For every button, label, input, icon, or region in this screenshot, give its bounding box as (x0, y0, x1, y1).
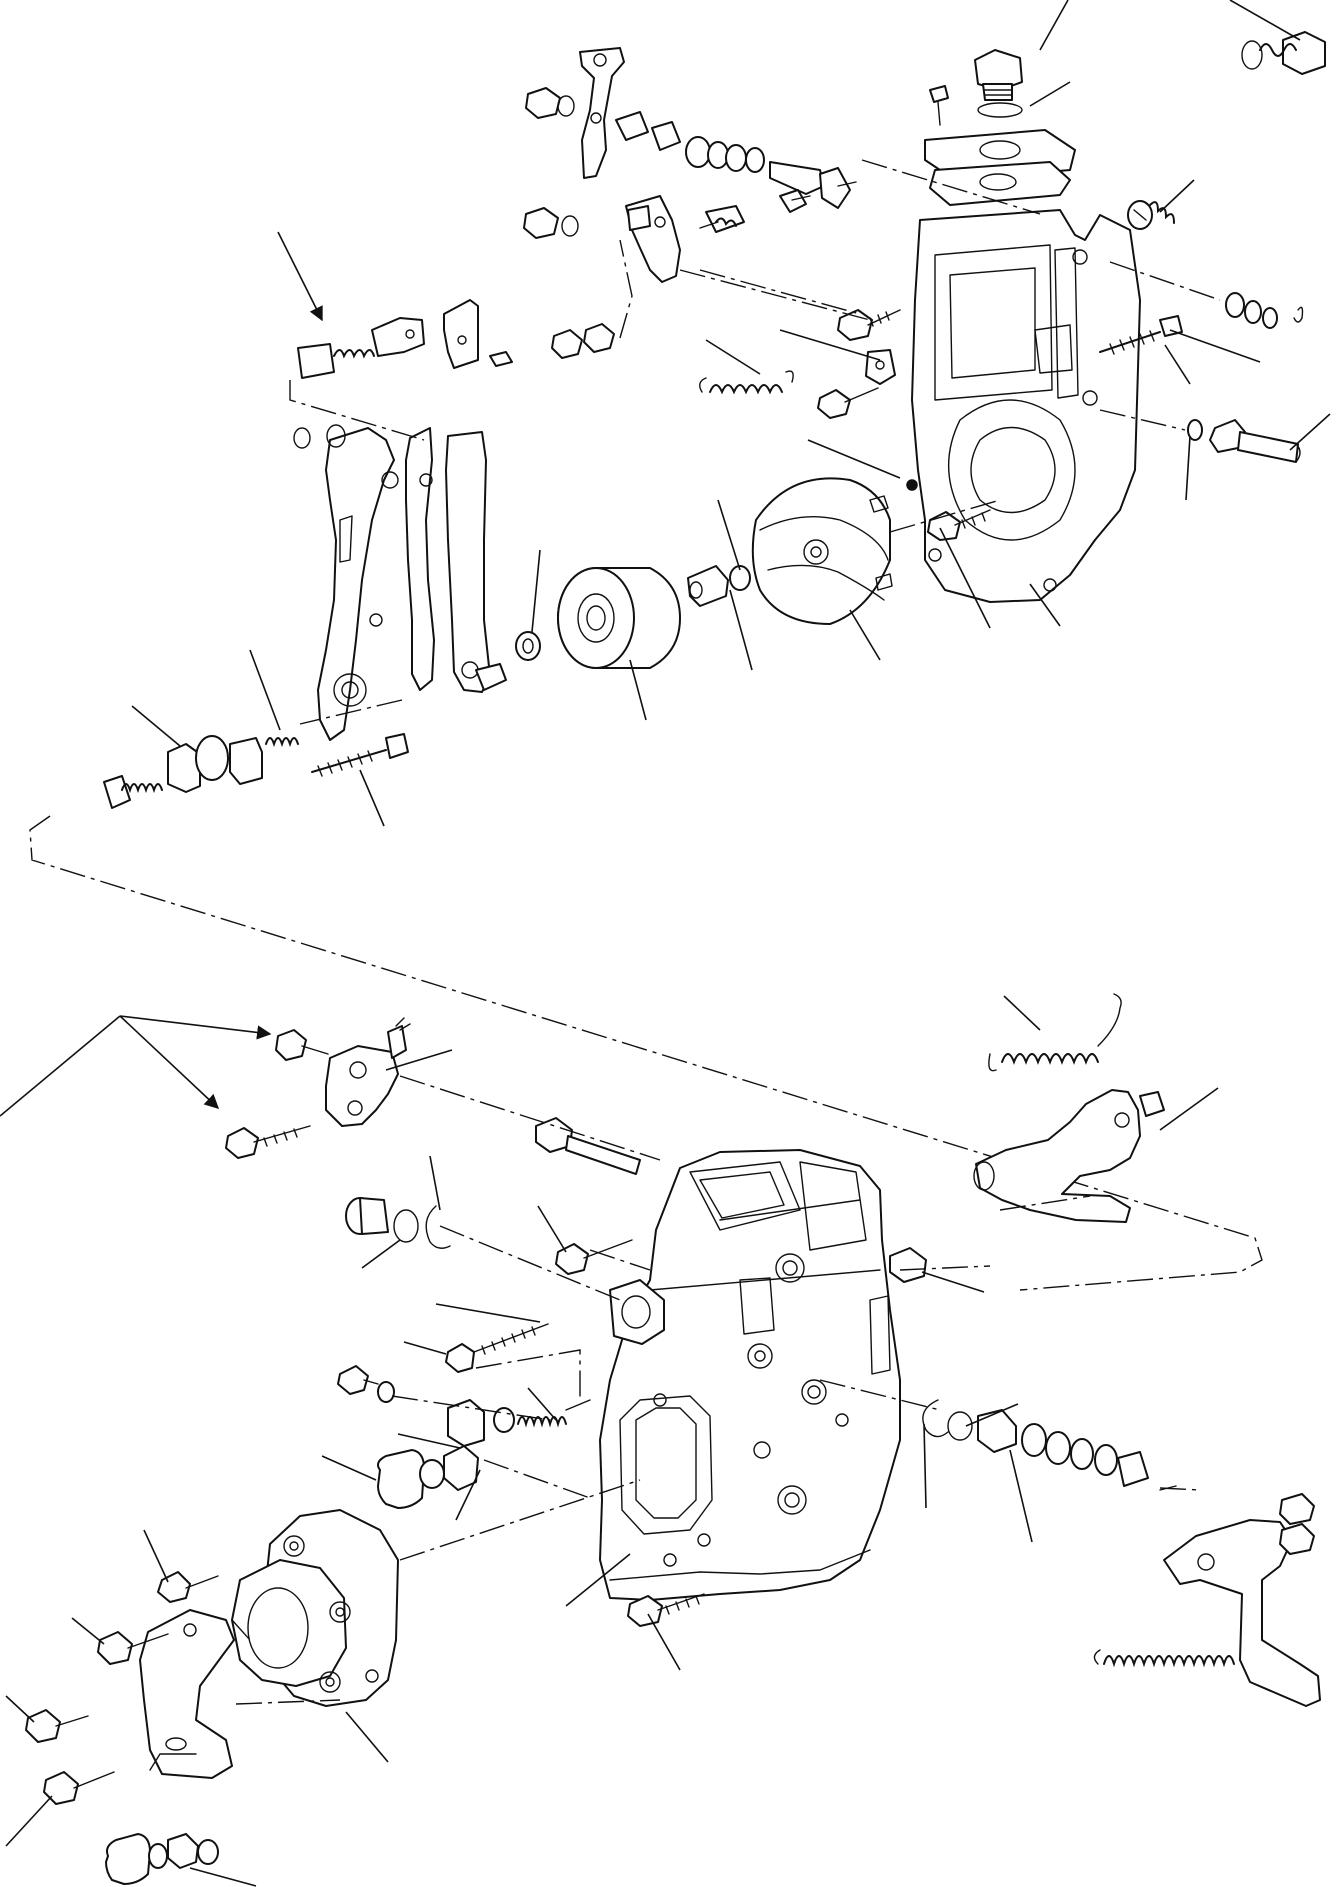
cap-nut-washers (105, 1833, 219, 1885)
sleeve-cup (557, 567, 681, 669)
hex-bolt-mid (555, 1239, 633, 1275)
lever-bracket (325, 1017, 411, 1127)
washer-stack-right (1021, 1423, 1177, 1491)
e-clip-washer (293, 424, 346, 449)
shaft-spacers-top (615, 111, 857, 209)
pump-housing-lower (0, 993, 1321, 1887)
nut-washer-plunger (447, 1399, 515, 1447)
control-rod-assembly (297, 317, 425, 379)
hex-screw-top (779, 189, 811, 213)
tension-lever-right (973, 1089, 1165, 1223)
o-ring (977, 102, 1023, 118)
pin-small (489, 351, 513, 367)
bolt-washer-left (337, 1365, 395, 1403)
adjust-screw-stack (103, 735, 299, 809)
hex-bolt-bracket (817, 387, 879, 419)
plug-with-spring (1241, 31, 1326, 75)
small-nut-pair (551, 323, 615, 359)
speed-lever-right (1163, 1493, 1321, 1707)
plug-oring-clip-left (345, 1197, 451, 1249)
centerlines-upper (289, 159, 1221, 725)
small-screw (929, 85, 949, 126)
long-hex-bolt (535, 1117, 641, 1175)
plunger-spring (517, 1399, 591, 1428)
hex-bolt-left-4 (43, 1771, 115, 1805)
hex-bolt-left-2 (97, 1631, 169, 1665)
hex-bolt-inner (837, 309, 901, 341)
bracket-plate-left (139, 1609, 235, 1779)
governor-assembly-upper (103, 0, 1331, 827)
long-bolt-right (1187, 419, 1301, 463)
tension-spring-large (988, 993, 1122, 1072)
drive-flange (231, 1509, 399, 1707)
lever-arm-top (579, 47, 625, 179)
governor-link-plate (405, 427, 507, 693)
cover-plate (924, 129, 1076, 206)
pump-housing (599, 1149, 901, 1601)
idle-stud (311, 733, 409, 777)
hex-bolt-bottom (627, 1593, 705, 1627)
hex-bolt-lower-bracket (225, 1125, 311, 1159)
assembly-boundary-line (29, 815, 1263, 1291)
hex-bolt-right (889, 1247, 927, 1283)
thrust-washer (515, 631, 541, 661)
stud-bolt-right (1099, 315, 1183, 355)
plug-bolt (974, 49, 1023, 101)
boss-plate (609, 1279, 665, 1345)
leader-lines-upper (131, 0, 1331, 827)
flyweight-holder (751, 477, 893, 625)
cap-nut (377, 1445, 479, 1509)
shifter-pin (687, 565, 751, 607)
stopper-screw (699, 205, 745, 233)
adjusting-screw (1127, 200, 1175, 230)
long-spring-right (1093, 1649, 1235, 1668)
tension-lever (317, 427, 399, 741)
leader-lines-lower (0, 995, 1219, 1887)
plug-oring-clip-right (922, 1399, 1017, 1453)
nut-washer-left-top (525, 87, 575, 119)
nut-washer-left-mid (523, 207, 579, 239)
nut-washer-stack (1225, 292, 1304, 329)
hex-bolt-left-1 (157, 1571, 219, 1603)
bracket-plate (865, 349, 896, 385)
bracket-small (443, 299, 479, 369)
stud-nut (445, 1323, 549, 1373)
governor-lever (625, 195, 681, 283)
hex-bolt-upper-bracket (275, 1029, 329, 1061)
tension-spring-small (699, 370, 794, 395)
centerlines-lower (231, 1075, 1201, 1705)
hex-bolt-left-3 (25, 1709, 89, 1743)
governor-housing (906, 209, 1141, 603)
